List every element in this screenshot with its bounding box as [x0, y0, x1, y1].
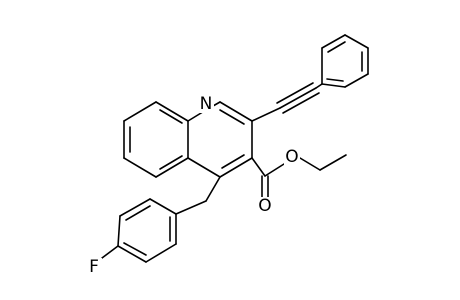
atom-label-o-ester: O: [285, 147, 298, 167]
bond: [251, 107, 281, 122]
bond: [321, 83, 346, 88]
atom-nitrogen: N: [198, 94, 214, 114]
bond: [101, 245, 119, 259]
bond-triple: [282, 92, 320, 114]
bond: [264, 163, 285, 177]
bond: [251, 157, 266, 177]
bond-double-inner: [219, 109, 245, 125]
bond-triple: [279, 87, 317, 109]
bond: [117, 245, 147, 263]
bond: [175, 200, 207, 215]
bond: [299, 157, 321, 171]
bond-triple: [276, 82, 314, 104]
atom-label-o-carbonyl: O: [258, 196, 271, 216]
bond: [319, 154, 347, 171]
bond-double-inner: [159, 109, 183, 124]
bond: [344, 34, 369, 49]
atom-fluorine: F: [86, 257, 102, 277]
bond-double-inner: [327, 41, 346, 53]
atom-label-f: F: [89, 257, 99, 277]
bond: [321, 34, 346, 49]
bond: [344, 73, 369, 88]
bond: [205, 176, 221, 202]
bond: [155, 157, 189, 178]
bond-double-inner: [123, 242, 147, 256]
atom-ester-oxygen: O: [284, 147, 300, 167]
bond: [315, 83, 323, 89]
bond: [145, 243, 177, 263]
bond-double-inner: [125, 205, 151, 221]
bond: [219, 101, 253, 122]
bond-double-inner: [326, 78, 344, 82]
atom-carbonyl-oxygen: O: [257, 196, 273, 216]
bond-double-inner: [159, 155, 183, 170]
atom-label-n: N: [200, 94, 213, 114]
bond: [123, 157, 157, 178]
bond: [123, 101, 157, 122]
bond: [149, 198, 177, 215]
bond: [187, 157, 221, 178]
bond: [119, 198, 151, 217]
bond: [219, 157, 253, 178]
bond-double-inner: [221, 154, 245, 169]
bond: [155, 101, 189, 122]
bond: [117, 215, 121, 247]
